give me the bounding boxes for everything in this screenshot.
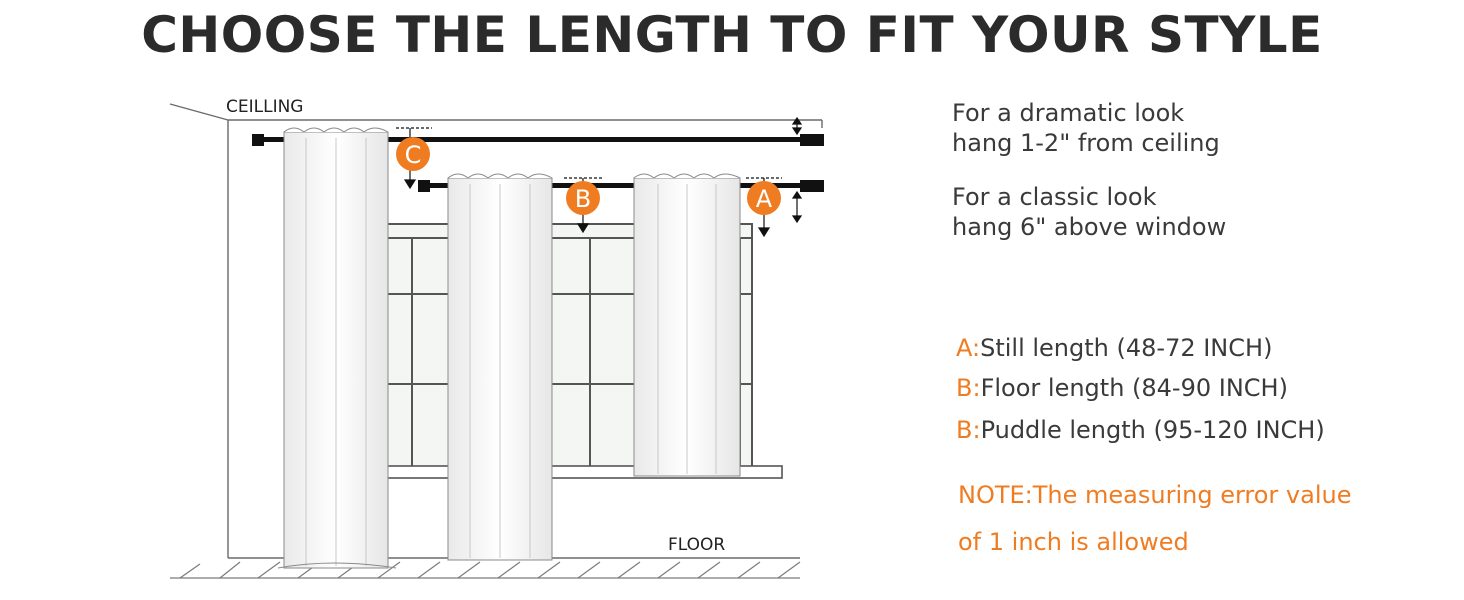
marker-c: C — [396, 137, 430, 171]
length-spec-letter: B: — [956, 374, 981, 402]
curtain-sill-length — [633, 173, 741, 477]
curtain-rod-high — [252, 134, 824, 146]
marker-a-label: A — [756, 185, 773, 213]
curtain-length-diagram: C B A CEILLING FLOOR — [169, 97, 824, 579]
length-spec-letter: A: — [956, 334, 981, 362]
marker-b-label: B — [575, 185, 591, 213]
length-spec-b-floor: B:Floor length (84-90 INCH) — [956, 374, 1288, 402]
curtain-puddle-length — [277, 127, 397, 569]
floor-label: FLOOR — [668, 535, 725, 555]
length-spec-text: Floor length (84-90 INCH) — [980, 374, 1288, 402]
page-title: CHOOSE THE LENGTH TO FIT YOUR STYLE — [141, 6, 1323, 64]
curtain-rod-low — [418, 180, 824, 192]
marker-b: B — [566, 181, 600, 215]
marker-c-label: C — [405, 141, 422, 169]
length-spec-a: A:Still length (48-72 INCH) — [956, 334, 1272, 362]
ceiling-label: CEILLING — [226, 97, 303, 117]
floor-hatching — [170, 561, 801, 579]
tip-dramatic-line1: For a dramatic look — [952, 99, 1185, 127]
tip-classic-line1: For a classic look — [952, 183, 1157, 211]
marker-a: A — [747, 181, 781, 215]
length-spec-b-puddle: B:Puddle length (95-120 INCH) — [956, 416, 1325, 444]
tip-classic-line2: hang 6" above window — [952, 213, 1227, 241]
length-spec-text: Puddle length (95-120 INCH) — [980, 416, 1325, 444]
length-spec-letter: B: — [956, 416, 981, 444]
tip-dramatic-line2: hang 1-2" from ceiling — [952, 129, 1220, 157]
tip-dramatic: For a dramatic look hang 1-2" from ceili… — [952, 98, 1220, 158]
length-spec-text: Still length (48-72 INCH) — [980, 334, 1273, 362]
note-line2: of 1 inch is allowed — [958, 528, 1189, 556]
note-line1: NOTE:The measuring error value — [958, 481, 1352, 509]
tip-classic: For a classic look hang 6" above window — [952, 182, 1226, 242]
curtain-floor-length — [447, 173, 553, 561]
